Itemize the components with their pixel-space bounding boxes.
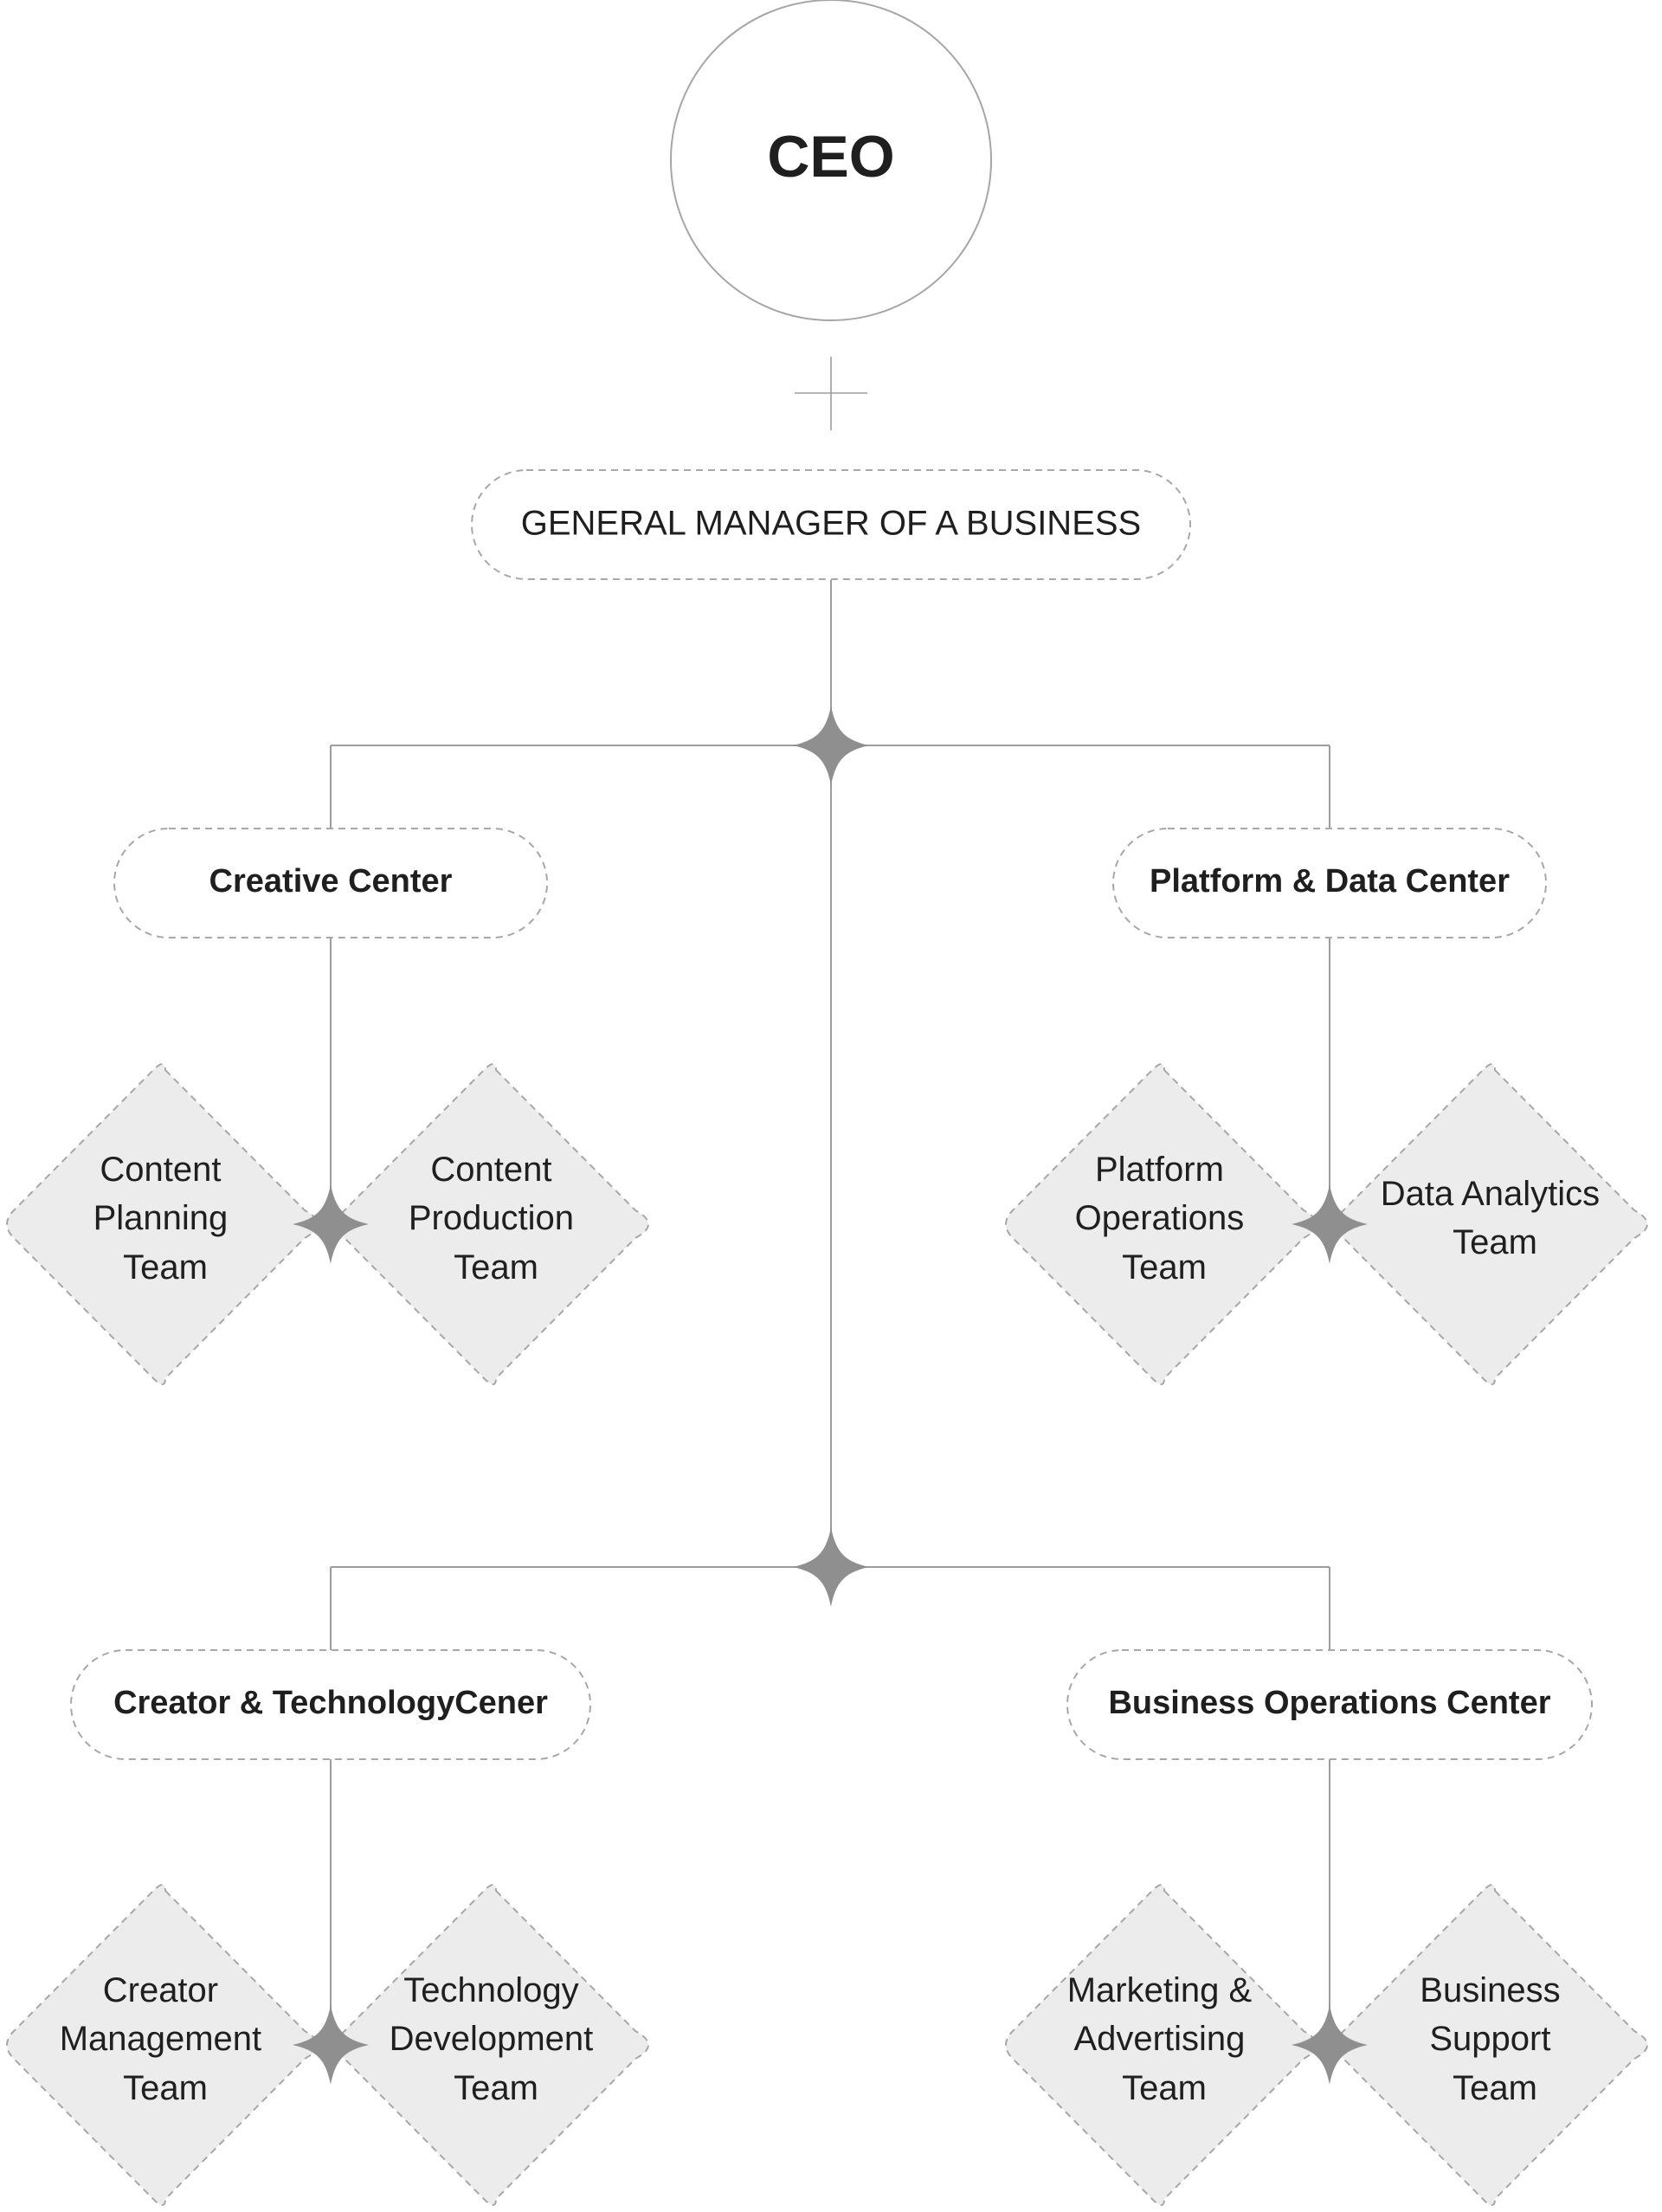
business-operations-center-node: Business Operations Center [1066, 1649, 1593, 1760]
team-business-support: Business Support Team [1336, 1884, 1648, 2206]
lower-branch-connector-star [793, 1527, 869, 1607]
upper-branch-connector-star [793, 706, 869, 785]
team-content-planning: Content Planning Team [6, 1063, 319, 1385]
platform-data-center-node: Platform & Data Center [1112, 828, 1547, 938]
team-data-analytics: Data Analytics Team [1336, 1063, 1648, 1385]
creator-technology-center-pill [70, 1649, 591, 1760]
creator-technology-center-node: Creator & TechnologyCener [70, 1649, 591, 1760]
ceo-node: CEO [670, 0, 992, 321]
team-marketing-advertising: Marketing & Advertising Team [1005, 1884, 1317, 2206]
business-team-connector-star [1292, 2005, 1368, 2085]
business-operations-center-label: Business Operations Center [1108, 1685, 1550, 1721]
team-creator-management: Creator Management Team [6, 1884, 319, 2206]
team-label-business-support: Business Support Team [1420, 1971, 1569, 2107]
ceo-gm-plus-connector [795, 357, 867, 430]
team-label-content-production: Content Production Team [409, 1151, 583, 1287]
creative-center-node: Creative Center [113, 828, 548, 938]
team-label-content-planning: Content Planning Team [93, 1151, 238, 1287]
ceo-label: CEO [767, 124, 894, 190]
ceo-circle [670, 0, 992, 321]
creative-center-pill [113, 828, 548, 938]
platform-data-center-label: Platform & Data Center [1150, 863, 1510, 900]
creator-team-connector-star [293, 2005, 369, 2085]
general-manager-pill [471, 469, 1191, 580]
team-label-data-analytics: Data Analytics Team [1381, 1175, 1610, 1261]
team-label-creator-management: Creator Management Team [60, 1971, 272, 2107]
team-label-marketing-advertising: Marketing & Advertising Team [1067, 1971, 1262, 2107]
creator-technology-center-label: Creator & TechnologyCener [113, 1685, 548, 1721]
team-connector-stars [293, 1184, 1368, 2085]
platform-data-center-pill [1112, 828, 1547, 938]
general-manager-label: GENERAL MANAGER OF A BUSINESS [521, 505, 1141, 543]
general-manager-node: GENERAL MANAGER OF A BUSINESS [471, 469, 1191, 580]
creative-center-label: Creative Center [209, 863, 453, 900]
creative-team-connector-star [293, 1184, 369, 1264]
team-content-production: Content Production Team [337, 1063, 649, 1385]
business-operations-center-pill [1066, 1649, 1593, 1760]
team-platform-operations: Platform Operations Team [1005, 1063, 1317, 1385]
platform-team-connector-star [1292, 1184, 1368, 1264]
team-technology-development: Technology Development Team [337, 1884, 649, 2206]
team-label-technology-development: Technology Development Team [390, 1971, 603, 2107]
team-label-platform-operations: Platform Operations Team [1075, 1151, 1254, 1287]
